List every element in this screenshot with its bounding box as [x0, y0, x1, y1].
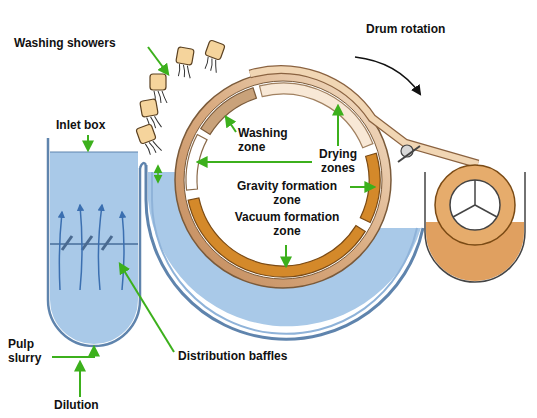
drum-interior: [184, 81, 382, 279]
spray-line: [212, 60, 221, 73]
drawing-part: [226, 117, 236, 132]
drawing-part: [474, 180, 476, 205]
spray-line: [208, 58, 215, 70]
weir-rim: [140, 163, 146, 168]
shower-head: [150, 74, 166, 90]
part-label: Vacuum formation zone: [226, 210, 348, 238]
drawing-part: [120, 264, 174, 352]
shower-head: [176, 47, 195, 66]
drawing-part: [80, 205, 82, 290]
distribution-plate: [50, 243, 138, 245]
drawing-part: [285, 245, 287, 266]
roll-spokes: [453, 180, 497, 217]
vacuum-zone-segment: [188, 198, 365, 277]
part-label: Gravity formation zone: [226, 179, 348, 207]
shower-nozzle: [136, 123, 162, 156]
discharge-roll-core: [450, 180, 500, 230]
spray-line: [181, 65, 186, 77]
part-label: Drum rotation: [366, 22, 445, 36]
inlet-box-wall: [48, 138, 140, 346]
drawing-part: [350, 186, 374, 188]
spray-line: [158, 91, 161, 103]
liquid-level: [50, 152, 138, 153]
drawing-part: [82, 236, 92, 250]
scraper: [398, 146, 420, 162]
part-label: Washing showers: [14, 36, 116, 50]
rotation-arrow: [355, 57, 420, 94]
drawing-part: [87, 135, 89, 150]
drawing-part: [475, 205, 497, 217]
spray-line: [145, 143, 150, 155]
inlet-box-liquid: [50, 152, 138, 344]
part-label: Inlet box: [56, 118, 105, 132]
level-difference-arrow: [157, 166, 159, 182]
drawing-part: [59, 212, 62, 290]
drawing-part: [52, 347, 94, 357]
part-label: Dilution: [54, 398, 99, 412]
filter-cake-sheet: [250, 70, 478, 164]
drawing-part: [148, 47, 168, 74]
flow-arrows: [59, 205, 124, 290]
shower-head: [140, 99, 159, 118]
drawing-part: [102, 236, 112, 250]
drawing-part: [198, 161, 312, 163]
shower-nozzle: [200, 40, 226, 73]
drum-zones: [186, 83, 380, 277]
part-label: Drying zones: [312, 147, 364, 175]
leader-lines: [52, 47, 374, 397]
filter-cake-sheet-fill: [250, 70, 478, 164]
drawing-part: [62, 236, 72, 250]
drawing-part: [122, 212, 124, 290]
part-label: Washing zone: [238, 126, 294, 154]
drawing-part: [79, 362, 81, 397]
spray-line: [204, 57, 209, 69]
spray-line: [155, 115, 162, 128]
drawing-part: [337, 106, 339, 146]
spray-line: [153, 139, 162, 152]
distribution-baffles: [62, 236, 112, 250]
part-label: Distribution baffles: [178, 349, 287, 363]
spray-line: [177, 64, 180, 76]
discharge-roll: [435, 165, 515, 245]
spray-line: [185, 66, 192, 79]
part-label: Pulp slurry: [8, 337, 52, 365]
washing-showers: [136, 40, 226, 157]
spray-line: [162, 91, 167, 103]
drawing-part: [453, 205, 475, 217]
drawing-part: [98, 205, 102, 290]
shower-nozzle: [173, 47, 195, 79]
